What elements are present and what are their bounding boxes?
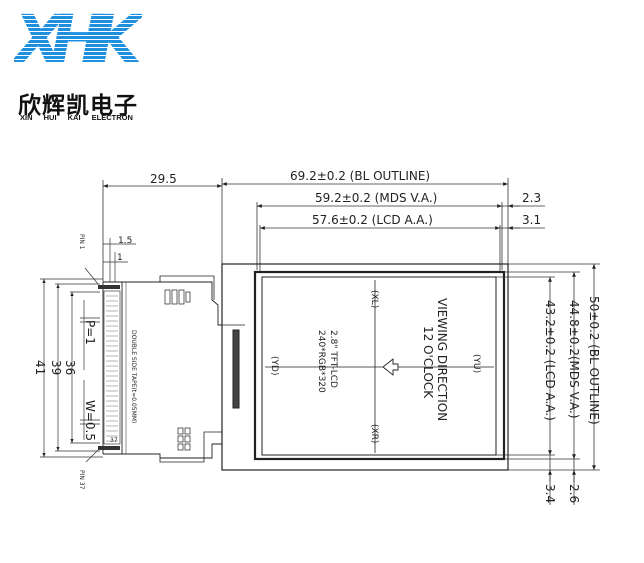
viewing-direction-line2: 12 O'CLOCK	[421, 326, 435, 399]
dim-pitch: P=1	[83, 320, 97, 345]
dim-offset-2-6: 2.6	[567, 484, 581, 503]
top-dimensions	[102, 178, 545, 282]
pin37-label: PIN 37	[78, 470, 85, 490]
panel-model-line1: 2.8" TFT-LCD	[328, 330, 338, 388]
logo-en-kai: KAI	[67, 113, 81, 122]
logo-en-xin: XIN	[20, 113, 33, 122]
dim-offset-3-1: 3.1	[522, 213, 541, 227]
dim-offset-3-4: 3.4	[543, 484, 557, 503]
fpc-flex-cable	[102, 275, 222, 463]
left-dimensions	[40, 238, 136, 463]
viewing-direction-line1: VIEWING DIRECTION	[435, 298, 449, 421]
dim-36: 36	[63, 360, 77, 375]
fpc-tape-marking: DOUBLE SIDE TAPE(t=0.05MM)	[130, 330, 137, 423]
label-yu: (YU)	[471, 354, 481, 373]
fpc-pin-contacts	[98, 285, 121, 450]
right-dimensions	[496, 263, 600, 505]
logo-chinese-name: 欣辉凯电子	[18, 93, 138, 119]
logo-en-electron: ELECTRON	[91, 113, 133, 122]
dim-mds-va-width: 59.2±0.2 (MDS V.A.)	[315, 191, 437, 205]
dim-1: 1	[117, 253, 123, 263]
mds-viewing-area	[253, 270, 506, 461]
dim-lcd-aa-height: 43.2±0.2 (LCD A.A.)	[543, 300, 557, 421]
fpc-pin-lines	[106, 295, 118, 442]
dim-1-5: 1.5	[118, 236, 132, 246]
dim-width: W=0.5	[83, 400, 97, 441]
logo-brand-text: XHK	[14, 8, 142, 68]
dim-39: 39	[49, 360, 63, 375]
dim-mds-va-height: 44.8±0.2(MDS V.A.)	[567, 300, 581, 419]
xhk-logo-mark: XHK	[14, 8, 142, 68]
dim-lcd-aa-width: 57.6±0.2 (LCD A.A.)	[312, 213, 433, 227]
logo-en-hui: HUI	[43, 113, 57, 122]
backlight-outline	[221, 263, 509, 471]
dim-offset-2-3: 2.3	[522, 191, 541, 205]
dim-29-5: 29.5	[150, 172, 177, 186]
pin37-small-label: 37	[110, 437, 118, 444]
label-xr: (XR)	[369, 424, 379, 443]
dim-41: 41	[33, 360, 47, 375]
company-logo: XHK 欣辉凯电子 XIN HUI KAI ELECTRON	[0, 0, 160, 130]
logo-english-name: XIN HUI KAI ELECTRON	[20, 113, 142, 122]
lcd-active-area	[261, 276, 497, 456]
fpc-components	[164, 289, 191, 451]
dim-bl-outline-height: 50±0.2 (BL OUTLINE)	[587, 296, 601, 425]
label-xl: (XL)	[369, 290, 379, 308]
module-outline	[221, 263, 509, 471]
label-yd: (YD)	[269, 356, 279, 375]
viewing-direction-arrow	[382, 358, 399, 376]
dim-bl-outline-width: 69.2±0.2 (BL OUTLINE)	[290, 169, 430, 183]
pin1-label: PIN 1	[78, 234, 85, 250]
panel-model-line2: 240*RGB*320	[316, 330, 326, 393]
